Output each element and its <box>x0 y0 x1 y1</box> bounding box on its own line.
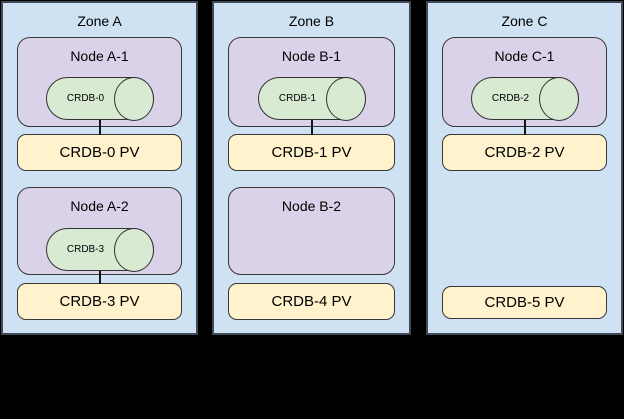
pv-label: CRDB-4 PV <box>271 293 352 310</box>
crdb-cylinder-icon: CRDB-1 <box>257 76 366 121</box>
pv-box: CRDB-1 PV <box>228 134 395 171</box>
pv-box: CRDB-0 PV <box>17 134 182 171</box>
pv-label: CRDB-3 PV <box>59 293 140 310</box>
cylinder-label: CRDB-0 <box>66 93 105 104</box>
node-title: Node A-2 <box>70 198 129 214</box>
connector-line <box>98 120 101 135</box>
cylinder-label: CRDB-2 <box>491 93 530 104</box>
pv-label: CRDB-0 PV <box>59 144 140 161</box>
crdb-cylinder-icon: CRDB-0 <box>45 76 154 121</box>
zone-b-container: Zone B Node B-1 CRDB-1 CRDB-1 PV Node B-… <box>212 1 411 335</box>
crdb-cylinder-icon: CRDB-2 <box>470 76 579 121</box>
cylinder-cap-icon <box>114 76 154 121</box>
pv-box: CRDB-5 PV <box>442 286 607 319</box>
node-title: Node B-2 <box>281 198 342 214</box>
node-box-b1: Node B-1 CRDB-1 <box>228 37 395 127</box>
crdb-cylinder-icon: CRDB-3 <box>45 227 154 272</box>
node-box-a1: Node A-1 CRDB-0 <box>17 37 182 127</box>
node-title: Node A-1 <box>70 48 129 64</box>
node-box-b2-empty: Node B-2 <box>228 187 395 275</box>
pv-box: CRDB-2 PV <box>442 134 607 171</box>
pv-label: CRDB-5 PV <box>484 294 565 311</box>
zone-a-container: Zone A Node A-1 CRDB-0 CRDB-0 PV Node A-… <box>1 1 198 335</box>
zone-title: Zone C <box>501 13 548 29</box>
pv-label: CRDB-2 PV <box>484 144 565 161</box>
zone-title: Zone A <box>77 13 122 29</box>
connector-line <box>98 271 101 284</box>
zone-c-container: Zone C Node C-1 CRDB-2 CRDB-2 PV CRDB-5 … <box>426 1 623 335</box>
node-box-a2: Node A-2 CRDB-3 <box>17 187 182 275</box>
pv-box: CRDB-3 PV <box>17 283 182 320</box>
cylinder-cap-icon <box>539 76 579 121</box>
zone-title: Zone B <box>288 13 335 29</box>
connector-line <box>310 120 313 135</box>
node-box-c1: Node C-1 CRDB-2 <box>442 37 607 127</box>
node-title: Node B-1 <box>281 48 342 64</box>
pv-box: CRDB-4 PV <box>228 283 395 320</box>
node-title: Node C-1 <box>494 48 555 64</box>
cylinder-cap-icon <box>326 76 366 121</box>
cylinder-label: CRDB-1 <box>278 93 317 104</box>
pv-label: CRDB-1 PV <box>271 144 352 161</box>
cylinder-cap-icon <box>114 227 154 272</box>
connector-line <box>523 120 526 135</box>
cylinder-label: CRDB-3 <box>66 244 105 255</box>
